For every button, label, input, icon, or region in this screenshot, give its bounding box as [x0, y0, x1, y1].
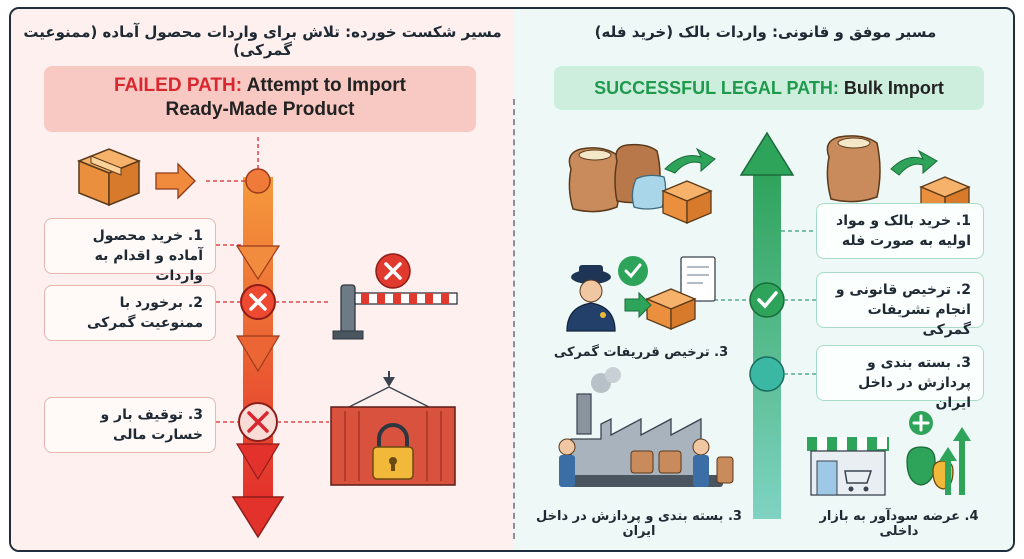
customs-officer-icon — [566, 256, 648, 332]
failed-node-start-icon — [245, 168, 271, 194]
failed-path-banner: FAILED PATH: Attempt to Import Ready-Mad… — [44, 66, 476, 132]
failed-path-banner-text-2: Ready-Made Product — [165, 99, 355, 120]
successful-path-banner: SUCCESSFUL LEGAL PATH: Bulk Import — [554, 66, 984, 110]
illustration-layer — [76, 131, 971, 539]
failed-down-arrow — [231, 177, 285, 539]
failed-node-seize-icon — [238, 402, 278, 442]
package-box-icon — [76, 148, 142, 207]
failed-connectors — [206, 137, 329, 423]
panel-divider — [513, 99, 515, 539]
success-step-3-card: 3. بسته بندی و پردازش در داخل ایران — [816, 345, 984, 411]
success-up-arrow — [739, 131, 795, 519]
customs-caption: 3. ترخیص قرریفات گمرکی — [553, 345, 729, 360]
market-caption: 4. عرضه سودآور به بازار داخلی — [819, 509, 979, 539]
success-node-process-icon — [749, 356, 785, 392]
customs-document-icon — [624, 256, 716, 330]
success-step-2-card: 2. ترخیص قانونی و انجام تشریفات گمرکی — [816, 272, 984, 338]
failed-path-persian-title: مسیر شکست خورده: تلاش برای واردات محصول … — [23, 23, 502, 59]
failed-step-1-card: 1. خرید محصول آماده و اقدام به واردات — [44, 218, 216, 284]
failed-path-banner-text: Attempt to Import — [246, 75, 407, 96]
customs-barrier-icon — [332, 253, 458, 340]
successful-path-label: SUCCESSFUL LEGAL PATH: — [594, 78, 839, 98]
bulk-sacks-icon — [568, 143, 716, 224]
market-shop-icon — [807, 437, 889, 496]
forward-arrow-icon — [155, 162, 196, 200]
failed-path-label: FAILED PATH: — [113, 75, 243, 96]
seized-container-icon — [330, 371, 456, 486]
infographic-frame: مسیر شکست خورده: تلاش برای واردات محصول … — [9, 7, 1015, 552]
factory-icon — [558, 367, 734, 487]
factory-caption: 3. بسته بندی و پردازش در داخل ایران — [536, 509, 742, 539]
failed-node-block-icon — [240, 284, 276, 320]
success-step-1-card: 1. خرید بالک و مواد اولیه به صورت فله — [816, 203, 984, 259]
successful-path-persian-title: مسیر موفق و قانونی: واردات بالک (خرید فل… — [594, 23, 937, 41]
failed-step-2-card: 2. برخورد با ممنوعیت گمرکی — [44, 285, 216, 341]
successful-path-banner-text: Bulk Import — [843, 78, 944, 98]
profit-money-icon — [906, 411, 971, 495]
success-node-check-icon — [749, 282, 785, 318]
failed-step-3-card: 3. توقیف بار و خسارت مالی — [44, 397, 216, 453]
